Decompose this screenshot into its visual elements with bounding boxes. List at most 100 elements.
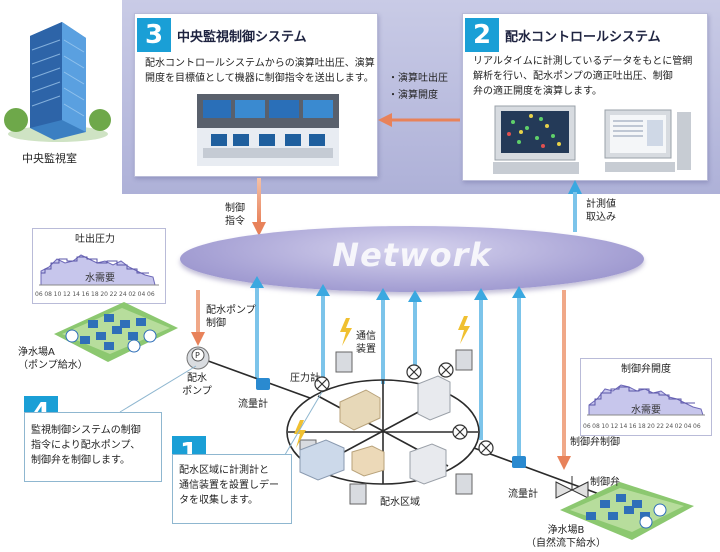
panel3-title: 中央監視制御システム (177, 30, 307, 45)
control-command-label: 制御 指令 (220, 202, 250, 228)
panel-central-system: 3 中央監視制御システム 配水コントロールシステムからの演算吐出圧、演算 開度を… (134, 13, 378, 177)
tick-label: 24 (665, 423, 674, 430)
callout1-line: タを収集します。 (179, 495, 258, 506)
tick-label: 18 (638, 423, 646, 430)
arrow-down-icon (252, 178, 266, 236)
tick-label: 18 (91, 291, 99, 298)
step-2-badge: 2 (465, 18, 499, 52)
tick-label: 02 (674, 423, 683, 430)
pump-control-line: 配水ポンプ (206, 305, 256, 316)
chart-valve-plot (587, 384, 705, 416)
tick-label: 06 (583, 423, 591, 430)
control-valve-label: 制御弁 (590, 477, 620, 488)
panel2-text-line: リアルタイムに計測しているデータをもとに管網 (473, 56, 693, 67)
tick-label: 16 (628, 423, 637, 430)
arrow-left-icon (378, 113, 460, 127)
callout-1: 配水区域に計測計と 通信装置を設置しデー タを収集します。 (172, 454, 292, 524)
callout4-line: 監視制御システムの制御 (31, 425, 141, 436)
panel3-text-line: 配水コントロールシステムからの演算吐出圧、演算 (145, 58, 375, 69)
panel3-text: 配水コントロールシステムからの演算吐出圧、演算 開度を目標値として機器に制御指令… (145, 56, 375, 86)
comm-device-label: 通信 装置 (356, 330, 376, 356)
flowmeter-icon (256, 378, 526, 468)
panel2-text: リアルタイムに計測しているデータをもとに管網 解析を行い、配水ポンプの適正吐出圧… (473, 54, 705, 99)
arrow-up-icon (568, 180, 582, 232)
computers-icon (493, 105, 691, 174)
tick-label: 04 (683, 423, 692, 430)
area-label: 配水区域 (380, 497, 420, 508)
control-command-line: 指令 (225, 216, 245, 227)
flowmeter-2-label: 流量計 (508, 489, 538, 500)
plant-a-icon (54, 302, 178, 362)
pump-control-line: 制御 (206, 318, 226, 329)
callout1-line: 配水区域に計測計と (179, 465, 269, 476)
measurement-line: 取込み (586, 212, 616, 223)
tick-label: 20 (647, 423, 655, 430)
svg-text:P: P (195, 351, 200, 360)
tick-label: 08 (592, 423, 600, 430)
plant-b-line: （自然流下給水） (526, 538, 606, 549)
callout1-text: 配水区域に計測計と 通信装置を設置しデー タを収集します。 (173, 463, 291, 508)
comm-device-line: 装置 (356, 344, 376, 355)
callout4-line: 制御弁を制御します。 (31, 455, 130, 466)
central-room-label: 中央監視室 (22, 152, 77, 165)
tick-label: 12 (610, 423, 619, 430)
chart-pressure-series-label: 水需要 (85, 273, 115, 284)
chart-pressure-plot (39, 254, 159, 286)
panel2-title: 配水コントロールシステム (505, 30, 661, 45)
plant-a-line: 浄水場A (18, 347, 55, 358)
tick-label: 22 (656, 423, 664, 430)
plant-b-icon (560, 482, 694, 540)
tick-label: 20 (100, 291, 108, 298)
panel2-text-line: 弁の適正開度を演算します。 (473, 86, 602, 97)
plant-a-label: 浄水場A （ポンプ給水） (18, 346, 88, 372)
tick-label: 02 (128, 291, 136, 298)
tick-label: 22 (109, 291, 118, 298)
comm-device-line: 通信 (356, 331, 376, 342)
pressure-gauge-label: 圧力計 (290, 373, 320, 384)
tick-label: 06 (35, 291, 43, 298)
control-valve-icon (555, 476, 589, 499)
panel-distribution-control: 2 配水コントロールシステム リアルタイムに計測しているデータをもとに管網 解析… (462, 13, 708, 181)
step-3-badge: 3 (137, 18, 171, 52)
tick-label: 10 (53, 291, 62, 298)
tick-label: 06 (147, 291, 155, 298)
tick-label: 14 (619, 423, 628, 430)
callout4-line: 指令により配水ポンプ、 (31, 440, 141, 451)
callout4-text: 監視制御システムの制御 指令により配水ポンプ、 制御弁を制御します。 (25, 423, 161, 468)
tick-label: 12 (63, 291, 71, 298)
pump-label-line: ポンプ (182, 386, 212, 397)
callout-4: 監視制御システムの制御 指令により配水ポンプ、 制御弁を制御します。 (24, 412, 162, 482)
tick-label: 04 (137, 291, 146, 298)
data-arrows (250, 276, 526, 456)
callout1-line: 通信装置を設置しデー (179, 480, 279, 491)
plant-a-line: （ポンプ給水） (18, 360, 88, 371)
panel3-text-line: 開度を目標値として機器に制御指令を送出します。 (145, 73, 374, 84)
chart-valve-series-label: 水需要 (631, 405, 661, 416)
pump-control-label: 配水ポンプ 制御 (206, 304, 256, 330)
control-command-line: 制御 (225, 203, 245, 214)
measurement-label: 計測値 取込み (586, 198, 616, 224)
transfer-items: ・演算吐出圧 ・演算開度 (388, 72, 448, 102)
pump-label-line: 配水 (187, 373, 207, 384)
pump-icon: P (186, 346, 210, 370)
transfer-item: ・演算開度 (388, 90, 438, 101)
flowmeter-1-label: 流量計 (238, 399, 268, 410)
panel2-text-line: 解析を行い、配水ポンプの適正吐出圧、制御 (473, 71, 673, 82)
valve-control-label: 制御弁制御 (570, 437, 620, 448)
tick-label: 24 (119, 291, 127, 298)
tick-label: 14 (72, 291, 80, 298)
chart-pressure-title: 吐出圧力 (75, 234, 115, 245)
tick-label: 06 (693, 423, 701, 430)
tick-label: 10 (601, 423, 609, 430)
transfer-item: ・演算吐出圧 (388, 73, 448, 84)
plant-b-line: 浄水場B (547, 525, 585, 536)
control-room-image (197, 94, 339, 166)
chart-valve-title: 制御弁開度 (621, 364, 671, 375)
tick-label: 16 (81, 291, 90, 298)
plant-b-label: 浄水場B （自然流下給水） (516, 524, 616, 550)
